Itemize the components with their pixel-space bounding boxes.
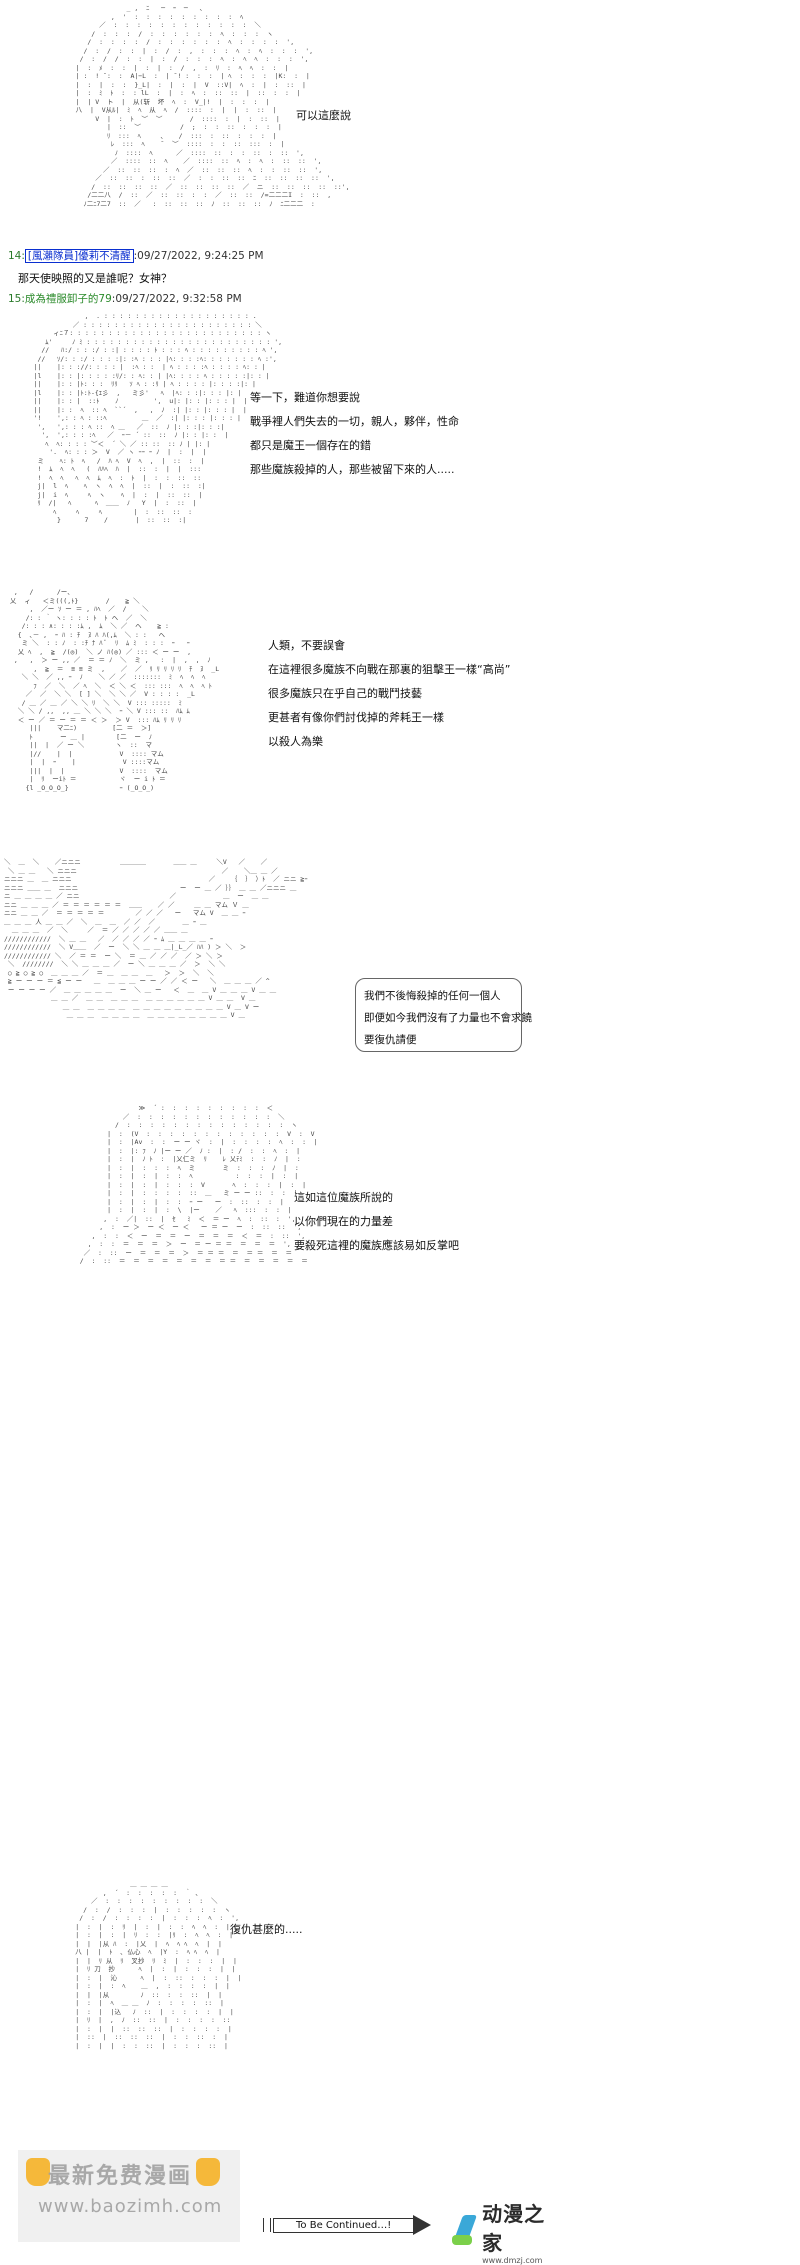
dialog-line: 以殺人為樂 bbox=[268, 735, 323, 748]
post-author-link[interactable]: 成為禮服卸子的79 bbox=[24, 293, 112, 305]
arrow-right-icon bbox=[413, 2215, 432, 2235]
pointing-hand-icon bbox=[26, 2158, 50, 2186]
dialog-line: 那些魔族殺掉的人，那些被留下來的人..... bbox=[250, 463, 455, 476]
dialog-line: 這如這位魔族所說的 bbox=[294, 1191, 393, 1204]
post-header-14: 14:[風瀨隊員]優莉不清醒:09/27/2022, 9:24:25 PM bbox=[8, 248, 264, 263]
post-text-14: 那天使映照的又是誰呢？女神？ bbox=[18, 272, 172, 285]
panel-3-dialog: 人類，不要誤會 在這裡很多魔族不向戰在那裏的狙擊王一樣“高尚” 很多魔族只在乎自… bbox=[268, 634, 510, 754]
to-be-continued-banner: To Be Continued…! bbox=[263, 2215, 432, 2235]
dialog-line: 在這裡很多魔族不向戰在那裏的狙擊王一樣“高尚” bbox=[268, 663, 511, 676]
dialog-line: 人類，不要誤會 bbox=[268, 639, 345, 652]
panel-5-dialog: 這如這位魔族所說的 以你們現在的力量差 要殺死這裡的魔族應該易如反掌吧 bbox=[294, 1186, 459, 1258]
ascii-art-panel-1: _ , ﾆ ─ ｰ ─ 、 , ' : : : : : : : : : ﾍ ／ … bbox=[75, 4, 350, 208]
dialog-line: 很多魔族只在乎自己的戰鬥技藝 bbox=[268, 687, 422, 700]
ascii-art-panel-4: ＼ ＿ ＼ ／ニニニ ＿＿＿＿ ＿＿ ＿ ＼V ／ ／ ＼ ＿ ＿ ＼ ニニニ … bbox=[4, 858, 308, 1019]
ascii-art-panel-6: ＿ ＿ ＿ ＿ , ´ : : : : : ｀ 、 ／ : : : : : : … bbox=[75, 1880, 242, 2050]
panel-4-dialog: 我們不後悔殺掉的任何一個人 即便如今我們沒有了力量也不會求饒 要復仇請便 bbox=[364, 985, 532, 1051]
watermark-title: 最新免费漫画 bbox=[48, 2164, 193, 2189]
ascii-art-panel-2: , . : : : : : : : : : : : : : : : : : : … bbox=[33, 312, 283, 524]
logo-text: 动漫之家 bbox=[482, 2202, 546, 2255]
dialog-line: 都只是魔王一個存在的錯 bbox=[250, 439, 371, 452]
logo-url: www.dmzj.com bbox=[482, 2256, 543, 2265]
dialog-line: 可以這麼說 bbox=[296, 109, 351, 122]
post-timestamp: :09/27/2022, 9:32:58 PM bbox=[111, 293, 242, 305]
logo-mark-icon bbox=[452, 2214, 478, 2249]
post-timestamp: :09/27/2022, 9:24:25 PM bbox=[133, 250, 264, 262]
panel-6-dialog: 復仇甚麼的..... bbox=[230, 1918, 302, 1942]
site-logo: 动漫之家 www.dmzj.com bbox=[452, 2198, 560, 2265]
dialog-line: 要殺死這裡的魔族應該易如反掌吧 bbox=[294, 1239, 459, 1252]
ascii-art-panel-5: ≫ ´ : : : : : : : : : ＜ ／ : : : : : : : … bbox=[79, 1104, 318, 1265]
dialog-line: 以你們現在的力量差 bbox=[294, 1215, 393, 1228]
pointing-hand-icon bbox=[196, 2158, 220, 2186]
watermark-url: www.baozimh.com bbox=[38, 2196, 223, 2217]
post-number: 14: bbox=[8, 250, 25, 262]
to-be-continued-text: To Be Continued…! bbox=[273, 2217, 415, 2233]
speech-bubble: 我們不後悔殺掉的任何一個人 即便如今我們沒有了力量也不會求饒 要復仇請便 bbox=[355, 978, 532, 1052]
dialog-line: 即便如今我們沒有了力量也不會求饒 bbox=[364, 1012, 532, 1024]
dialog-line: 復仇甚麼的..... bbox=[230, 1923, 303, 1936]
ascii-art-panel-3: , / /ー、 乂 ィ ＜ミ(((,ﾄ} / ≧ ＼ , ／ー ｿ ー ＝ , … bbox=[9, 588, 220, 792]
post-number: 15: bbox=[8, 293, 25, 305]
panel-1-dialog: 可以這麼說 bbox=[296, 104, 351, 128]
dialog-line: 更甚者有像你們討伐掉的斧耗王一樣 bbox=[268, 711, 444, 724]
dialog-line: 等一下，難道你想要說 bbox=[250, 391, 360, 404]
banner-bar-icon bbox=[263, 2218, 271, 2232]
dialog-line: 戰爭裡人們失去的一切，親人，夥伴，性命 bbox=[250, 415, 459, 428]
post-header-15: 15:成為禮服卸子的79:09/27/2022, 9:32:58 PM bbox=[8, 291, 242, 306]
dialog-line: 我們不後悔殺掉的任何一個人 bbox=[364, 990, 501, 1002]
post-author-link[interactable]: [風瀨隊員]優莉不清醒 bbox=[24, 249, 134, 263]
dialog-line: 要復仇請便 bbox=[364, 1034, 417, 1046]
panel-2-dialog: 等一下，難道你想要說 戰爭裡人們失去的一切，親人，夥伴，性命 都只是魔王一個存在… bbox=[250, 386, 459, 482]
manga-page: _ , ﾆ ─ ｰ ─ 、 , ' : : : : : : : : : ﾍ ／ … bbox=[4, 4, 544, 2265]
